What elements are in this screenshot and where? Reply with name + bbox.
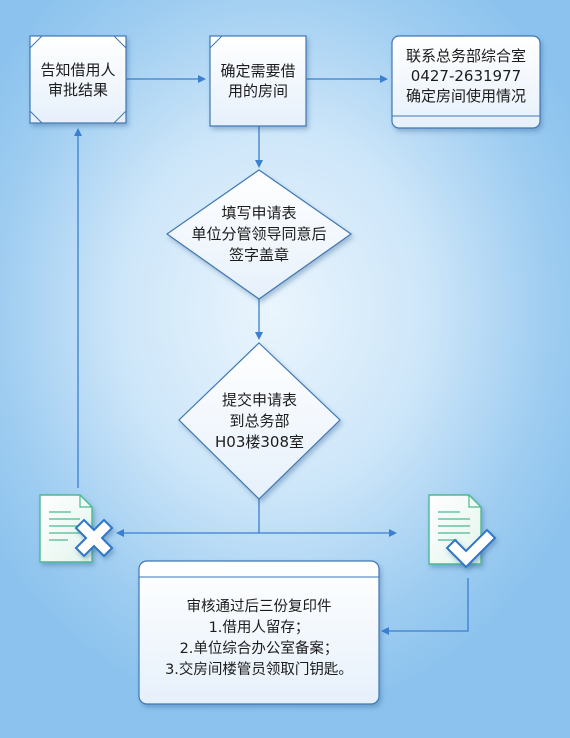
approved-copies-item-3: 3.交房间楼管员领取门钥匙。 (165, 662, 353, 678)
approved-copies-item-1: 1.借用人留存； (208, 620, 310, 636)
node-approved-copies (138, 560, 380, 705)
approved-copies-title: 审核通过后三份复印件 (186, 599, 332, 615)
contact-phone: 0427-2631977 (410, 67, 522, 85)
document-check-icon (428, 494, 497, 569)
approved-copies-item-2: 2.单位综合办公室备案； (179, 641, 339, 657)
node-confirm-room (209, 35, 307, 127)
document-x-icon (39, 494, 114, 563)
submit-form-label: 提交申请表 到总务部 H03楼308室 (215, 390, 304, 451)
node-contact-office (391, 35, 541, 129)
node-fill-form (165, 169, 353, 300)
approved-copies-label: 审核通过后三份复印件 1.借用人留存； 2.单位综合办公室备案； 3.交房间楼管… (139, 580, 379, 698)
contact-office-label: 联系总务部综合室 0427-2631977 确定房间使用情况 (392, 38, 540, 114)
fill-form-label: 填写申请表 单位分管领导同意后 签字盖章 (191, 204, 327, 264)
connectors (74, 75, 469, 635)
confirm-room-label: 确定需要借 用的房间 (220, 62, 296, 100)
arrow-approve-to-final (381, 578, 469, 635)
notify-result-label: 告知借用人 审批结果 (40, 60, 116, 99)
contact-office-name: 联系总务部综合室 (405, 47, 526, 65)
contact-purpose: 确定房间使用情况 (405, 87, 526, 105)
node-notify-result (29, 35, 127, 124)
node-submit-form (178, 342, 341, 500)
